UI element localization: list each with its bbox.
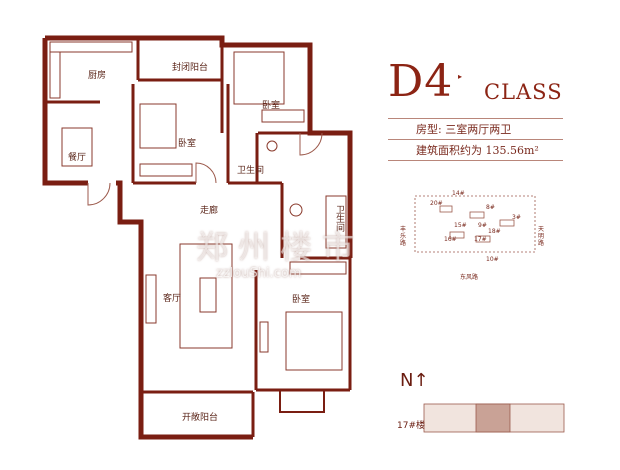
- furniture: [49, 41, 347, 371]
- master-tv: [259, 321, 269, 353]
- coffee-table: [199, 277, 217, 313]
- kitchen-counter: [49, 41, 133, 53]
- divider-top: [388, 118, 563, 119]
- kitchen-side-counter: [49, 51, 61, 99]
- sink-ensuite: [289, 203, 303, 217]
- site-building-10: 10#: [486, 256, 499, 263]
- room-label-bedroom-master: 卧室: [292, 295, 311, 305]
- room-label-corridor: 走廊: [200, 206, 219, 216]
- bathtub: [325, 195, 347, 249]
- site-building-18: 18#: [488, 228, 501, 235]
- divider-middle: [388, 139, 563, 140]
- site-road-tianming: 天明路: [538, 226, 545, 247]
- room-label-open-balcony: 开敞阳台: [182, 413, 219, 423]
- room-label-bathroom-main: 卫生间: [237, 166, 265, 176]
- tv-unit: [145, 274, 157, 324]
- north-arrow: N↑: [400, 370, 429, 391]
- master-wardrobe: [289, 261, 347, 275]
- sofa: [179, 243, 233, 349]
- site-building-14: 14#: [452, 190, 465, 197]
- unit-type-line: 房型: 三室两厅两卫: [416, 123, 512, 136]
- site-building-9: 9#: [478, 222, 487, 229]
- wardrobe-middle: [139, 163, 193, 177]
- entry-door: [87, 182, 111, 206]
- master-bed: [285, 311, 343, 371]
- room-label-living: 客厅: [163, 294, 182, 304]
- exterior-walls: [42, 35, 353, 440]
- bed-middle: [139, 103, 177, 149]
- site-building-8: 8#: [486, 204, 495, 211]
- wardrobe-top-right: [261, 109, 305, 123]
- building-label: 17#楼: [397, 421, 425, 431]
- unit-class-label: CLASS: [484, 80, 563, 104]
- site-building-16: 16#: [444, 236, 457, 243]
- bed-top-right: [233, 51, 285, 105]
- dining-table: [61, 127, 93, 167]
- site-road-dongfeng: 东风路: [460, 274, 479, 281]
- site-road-fengle: 丰乐路: [400, 226, 407, 247]
- wall-outline-left-lower: [116, 180, 253, 440]
- wall-outline-top: [45, 35, 353, 258]
- room-label-bedroom-top-right: 卧室: [262, 101, 281, 111]
- watermark-text: 郑州楼市: [196, 228, 365, 266]
- door-swings: [87, 132, 323, 206]
- site-building-17: 17#: [474, 236, 487, 243]
- bath-door: [299, 132, 323, 156]
- interior-walls: [45, 38, 352, 437]
- room-label-bathroom-ensuite: 卫生间: [334, 205, 344, 232]
- room-label-enclosed-balcony: 封闭阳台: [172, 63, 209, 73]
- room-label-bedroom-middle: 卧室: [178, 139, 197, 149]
- unit-code: D4: [388, 56, 454, 107]
- room-label-kitchen: 厨房: [88, 71, 107, 81]
- unit-code-marker-icon: ▸: [458, 72, 463, 81]
- toilet-main: [266, 140, 278, 152]
- site-building-15: 15#: [454, 222, 467, 229]
- building-elevation: [423, 403, 565, 433]
- wall-outline-left: [42, 38, 88, 186]
- unit-area-line: 建筑面积约为 135.56m²: [416, 144, 539, 157]
- bay-window: [279, 390, 325, 413]
- divider-bottom: [388, 160, 563, 161]
- bedroom-mid-door: [195, 162, 217, 184]
- site-building-20: 20#: [430, 200, 443, 207]
- room-label-dining: 餐厅: [68, 153, 87, 163]
- site-building-3: 3#: [512, 214, 521, 221]
- site-plan: [414, 195, 536, 253]
- watermark-url: zzlouShi.com: [216, 266, 302, 281]
